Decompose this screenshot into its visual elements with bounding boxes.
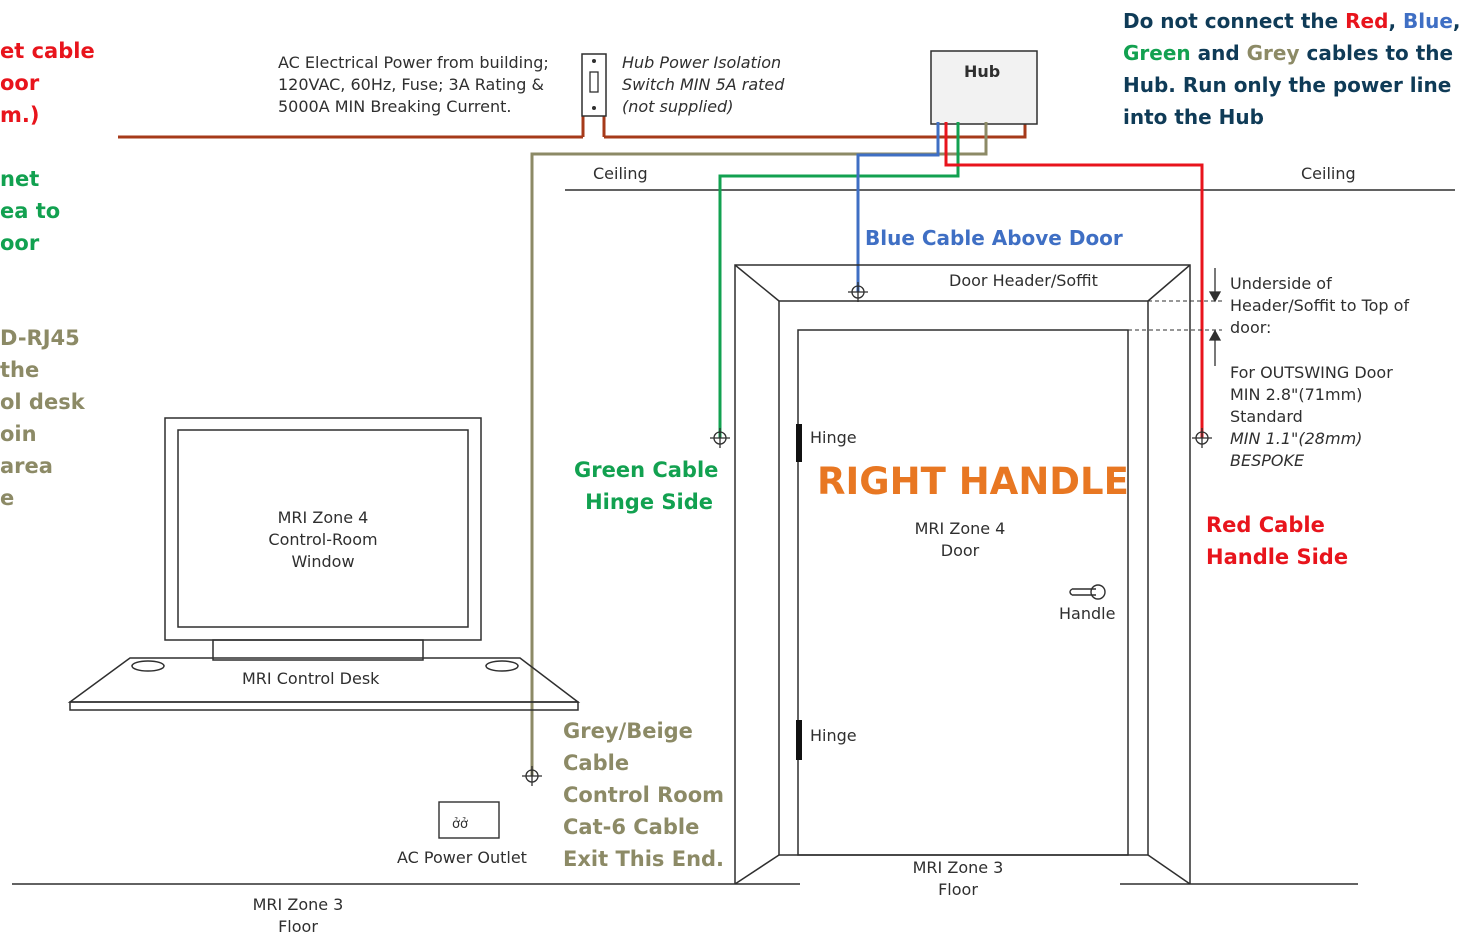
door-frame xyxy=(734,264,1191,885)
building-power-label: AC Electrical Power from building;120VAC… xyxy=(278,53,549,116)
exit-point-blue xyxy=(848,282,868,302)
right-handle-title: RIGHT HANDLE xyxy=(817,460,1129,503)
red-cable xyxy=(944,122,1204,438)
hub-box xyxy=(930,50,1038,125)
clearance-arrows xyxy=(1208,268,1222,366)
hinge-bottom-mark xyxy=(796,720,802,760)
power-line-to-hub xyxy=(604,122,1027,139)
exit-point-red xyxy=(1192,428,1212,448)
hinge-bottom-label: Hinge xyxy=(810,726,857,745)
control-desk xyxy=(67,657,581,711)
blue-cable-label: Blue Cable Above Door xyxy=(865,226,1123,250)
control-room-window xyxy=(164,417,482,661)
hub-label: Hub xyxy=(964,62,1001,81)
beige-cable xyxy=(530,122,988,776)
handle-icon xyxy=(1069,584,1106,600)
bespoke-label: MIN 1.1"(28mm)BESPOKE xyxy=(1230,429,1363,470)
ac-outlet-label: AC Power Outlet xyxy=(397,848,527,867)
blue-cable xyxy=(856,122,940,292)
handle-label: Handle xyxy=(1059,604,1116,623)
hub-warning-note: Do not connect the Red, Blue, Green and … xyxy=(1123,9,1461,129)
exit-point-green xyxy=(710,428,730,448)
hinge-top-mark xyxy=(796,424,802,462)
door xyxy=(779,329,1148,856)
ceiling-label-left: Ceiling xyxy=(593,164,648,183)
isolation-switch xyxy=(581,53,607,117)
svg-text:ởở: ởở xyxy=(452,817,468,832)
ceiling-label-right: Ceiling xyxy=(1301,164,1356,183)
green-cable xyxy=(718,122,960,438)
desk-label: MRI Control Desk xyxy=(242,669,380,688)
door-header-label: Door Header/Soffit xyxy=(949,271,1098,290)
exit-point-beige xyxy=(522,766,542,786)
hinge-top-label: Hinge xyxy=(810,428,857,447)
ac-outlet-icon: ởở xyxy=(438,801,500,839)
